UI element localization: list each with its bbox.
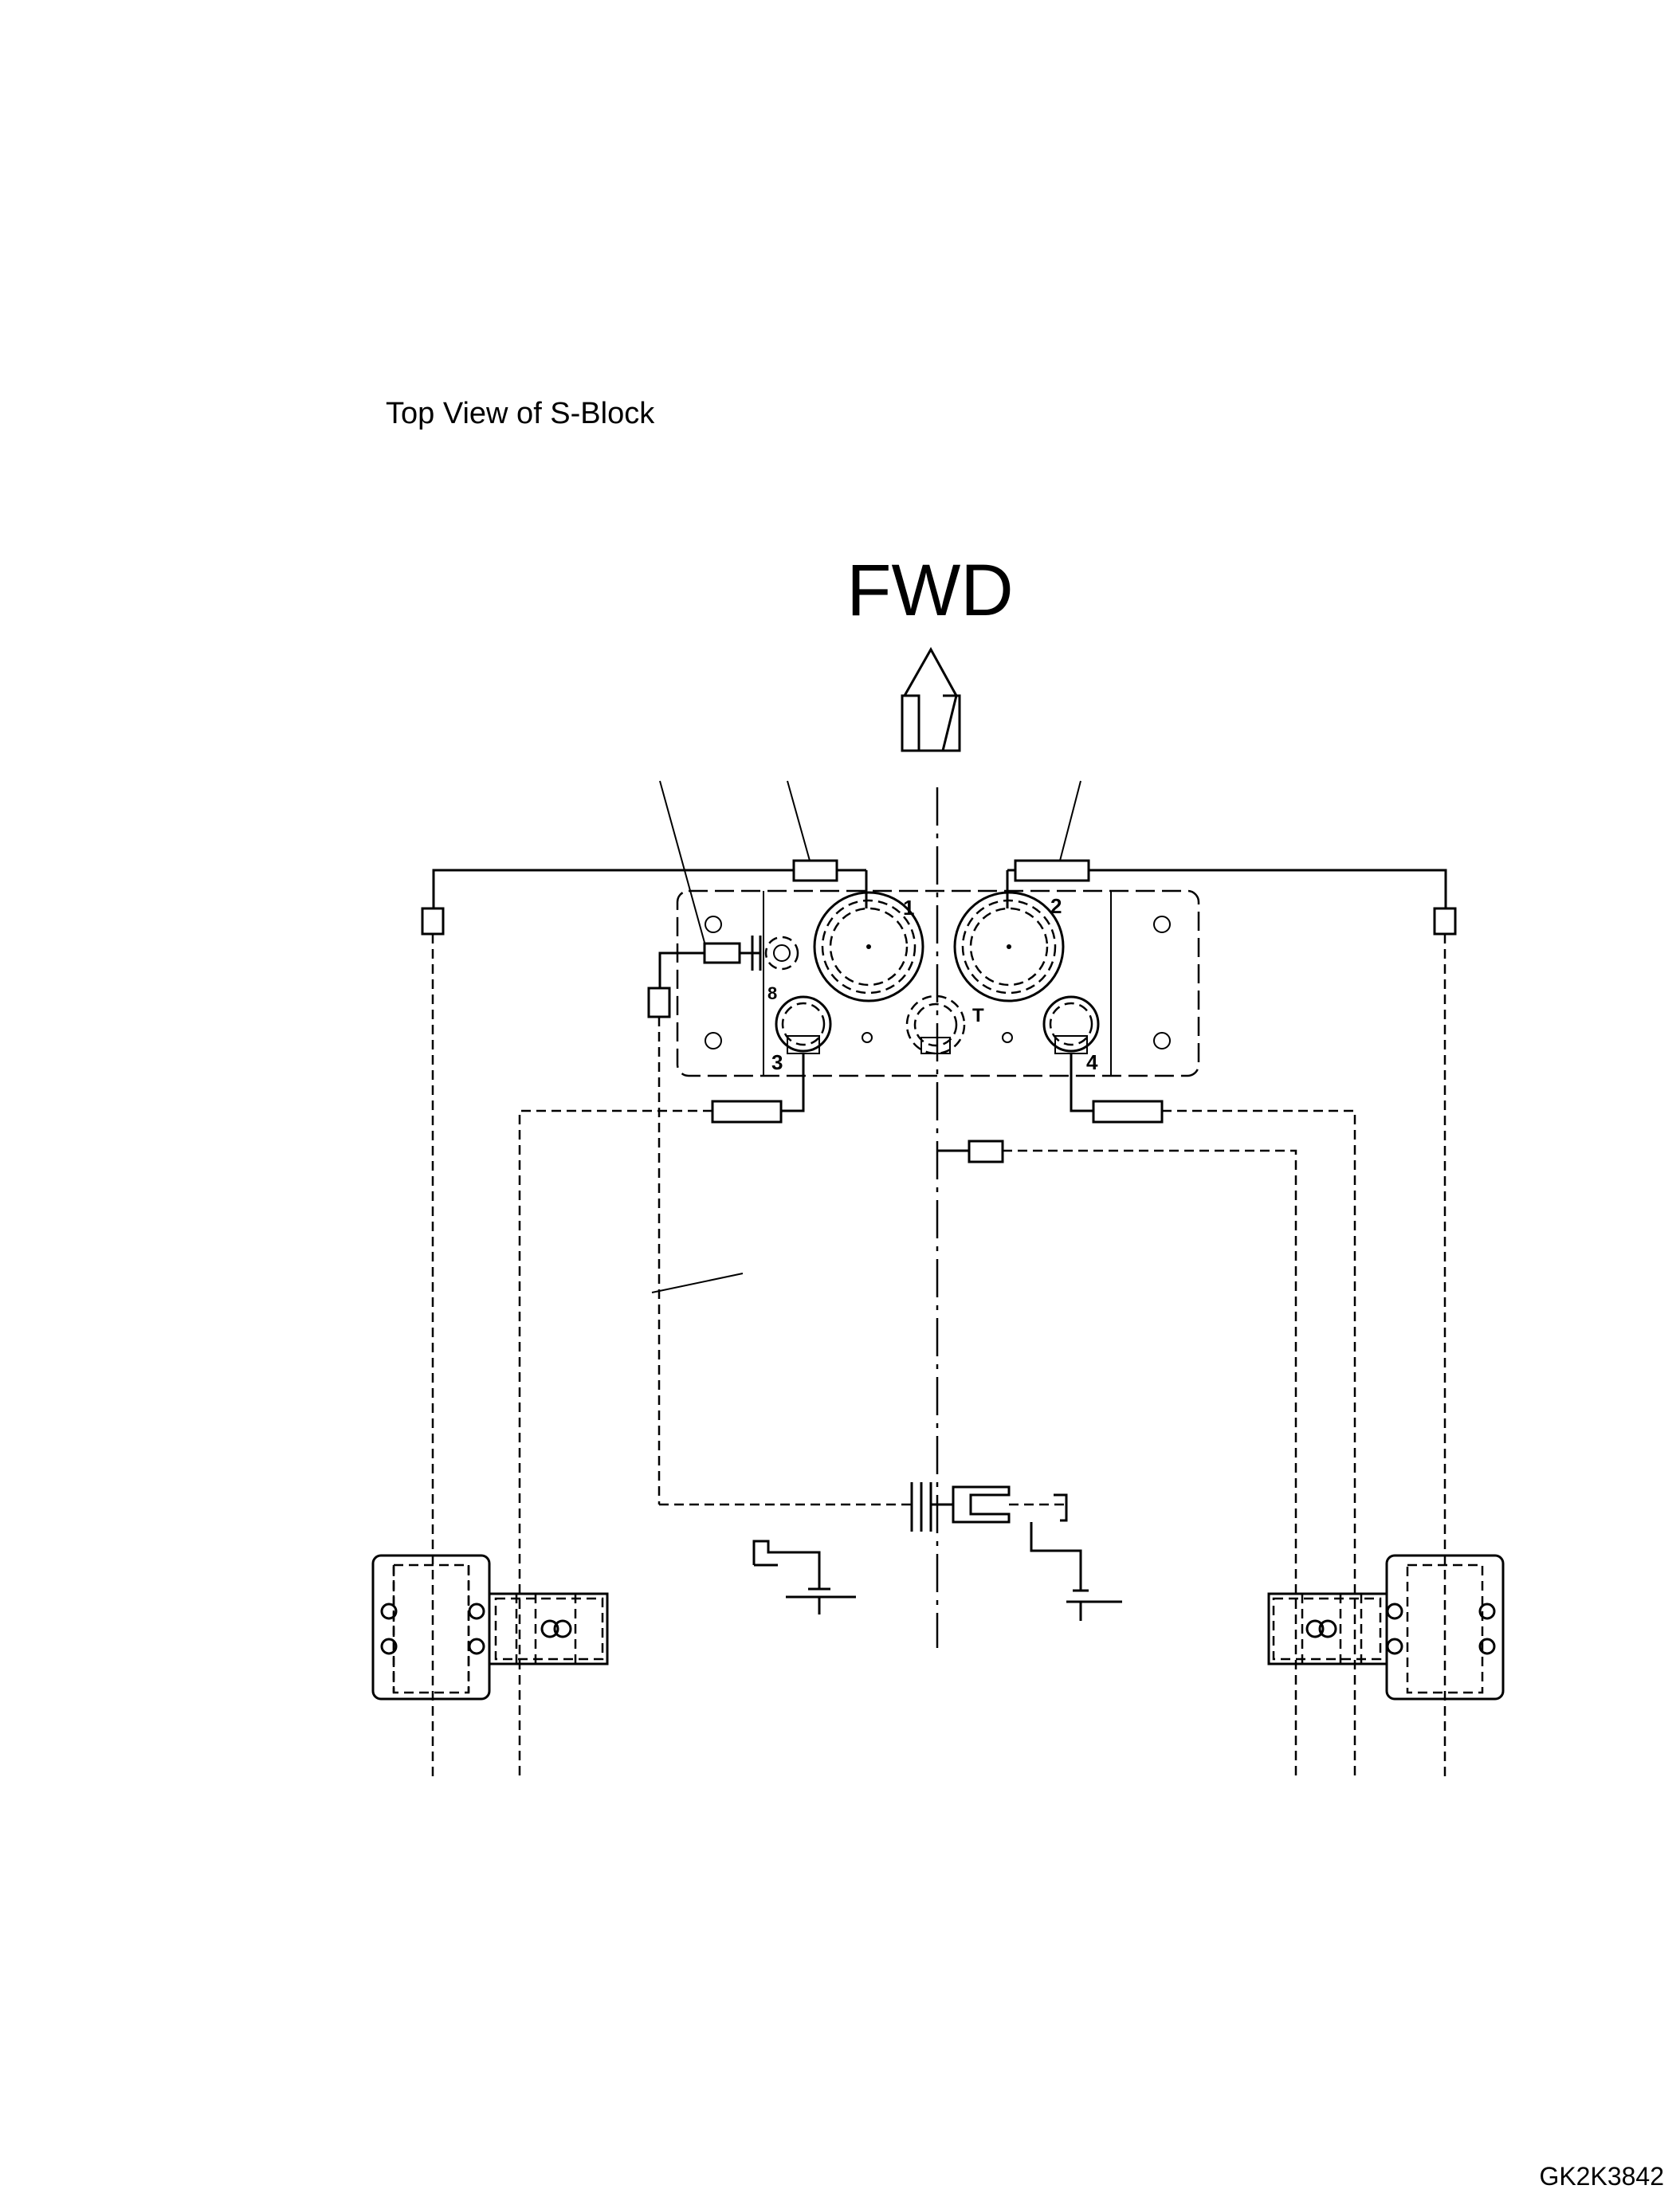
left-wheel-motor: [371, 1554, 609, 1701]
port-1: [813, 891, 924, 1002]
s-block-body: [676, 889, 1200, 1077]
port-t-label: T: [972, 1005, 984, 1026]
leader-lines: [651, 780, 1081, 1293]
tank-hose: [937, 1140, 1297, 1777]
port-4-label: 4: [1086, 1050, 1098, 1074]
port-4: [1042, 995, 1100, 1054]
port-8: [764, 936, 799, 971]
gauge-fitting: [647, 936, 762, 1018]
port-2-label: 2: [1050, 894, 1062, 918]
port-4-hose: [1070, 1053, 1356, 1777]
port-3: [775, 995, 832, 1054]
diagram-title: Top View of S-Block: [386, 397, 655, 430]
port-3-label: 3: [771, 1050, 783, 1074]
port-t: [905, 995, 966, 1055]
lower-manifold: [910, 1482, 1122, 1621]
port-8-label: 8: [767, 983, 777, 1003]
top-hose-run: [421, 859, 1457, 936]
left-bracket-fitting: [752, 1540, 856, 1614]
forward-arrow-icon: [901, 646, 961, 752]
figure-id: GK2K3842: [1539, 2162, 1664, 2191]
port-3-hose: [518, 1053, 805, 1777]
right-wheel-motor: [1267, 1554, 1505, 1701]
port-1-label: 1: [903, 896, 914, 920]
fwd-label: FWD: [846, 550, 1013, 631]
port-2: [953, 891, 1065, 1002]
